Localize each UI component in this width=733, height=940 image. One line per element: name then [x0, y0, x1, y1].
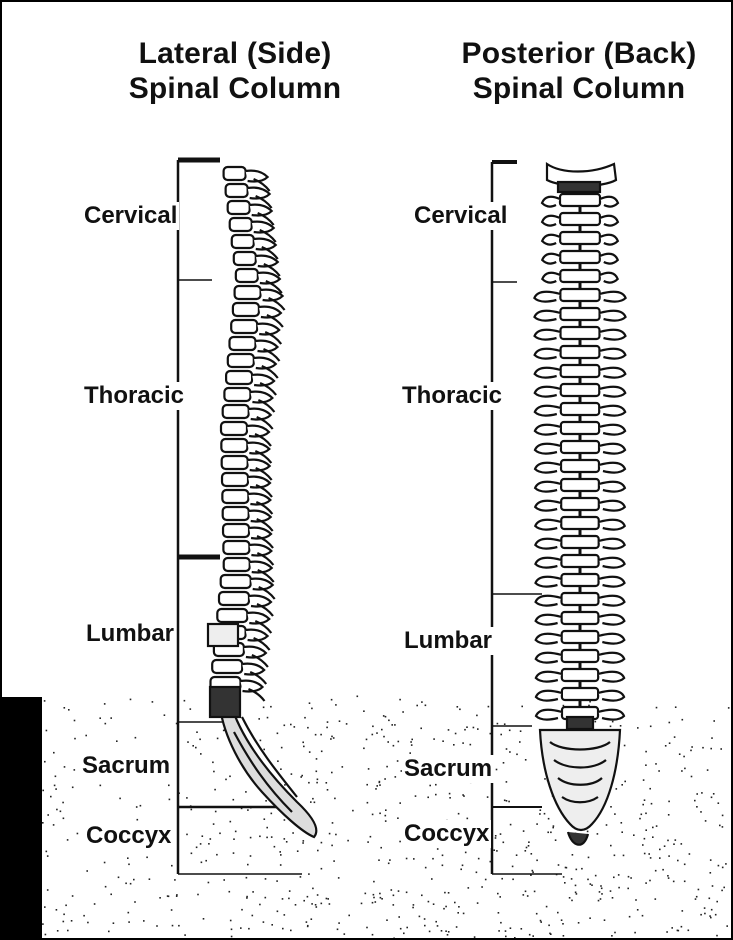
posterior-label-thoracic: Thoracic [400, 382, 504, 410]
lateral-title-line2: Spinal Column [110, 71, 360, 106]
posterior-vertebra [542, 213, 618, 232]
posterior-vertebra [536, 612, 625, 631]
posterior-vertebra [535, 536, 624, 555]
lateral-title: Lateral (Side) Spinal Column [110, 36, 360, 106]
lateral-label-coccyx: Coccyx [84, 822, 173, 850]
speckle-noise [42, 696, 731, 939]
posterior-vertebra [535, 346, 626, 365]
posterior-vertebra [536, 650, 624, 669]
posterior-label-lumbar: Lumbar [402, 627, 494, 655]
posterior-vertebra [535, 365, 626, 384]
posterior-vertebra [536, 688, 624, 707]
posterior-vertebra [536, 669, 624, 688]
posterior-vertebra [542, 270, 617, 289]
posterior-vertebra [535, 479, 625, 498]
lateral-label-sacrum: Sacrum [80, 752, 172, 780]
posterior-vertebra [535, 498, 625, 517]
posterior-label-coccyx: Coccyx [402, 820, 491, 848]
posterior-label-sacrum: Sacrum [402, 755, 494, 783]
lateral-label-thoracic: Thoracic [82, 382, 186, 410]
posterior-vertebra [535, 517, 625, 536]
posterior-vertebra [536, 593, 625, 612]
lateral-label-cervical: Cervical [82, 202, 179, 230]
lateral-label-lumbar: Lumbar [84, 620, 176, 648]
posterior-vertebra [535, 327, 626, 346]
posterior-label-cervical: Cervical [412, 202, 509, 230]
posterior-spine [534, 164, 625, 845]
posterior-vertebra [535, 555, 624, 574]
posterior-vertebra [534, 289, 625, 308]
posterior-vertebra [535, 422, 625, 441]
posterior-vertebra [536, 631, 625, 650]
posterior-title: Posterior (Back) Spinal Column [434, 36, 724, 106]
posterior-vertebra [535, 574, 624, 593]
posterior-title-line1: Posterior (Back) [434, 36, 724, 71]
posterior-title-line2: Spinal Column [434, 71, 724, 106]
posterior-vertebra [535, 441, 625, 460]
posterior-vertebra [535, 403, 625, 422]
posterior-vertebra [542, 194, 618, 213]
posterior-vertebra [535, 460, 625, 479]
posterior-vertebra [535, 384, 626, 403]
lateral-title-line1: Lateral (Side) [110, 36, 360, 71]
posterior-vertebra [542, 232, 618, 251]
posterior-vertebra [534, 308, 625, 327]
lateral-spine [208, 167, 316, 837]
posterior-vertebra [542, 251, 618, 270]
